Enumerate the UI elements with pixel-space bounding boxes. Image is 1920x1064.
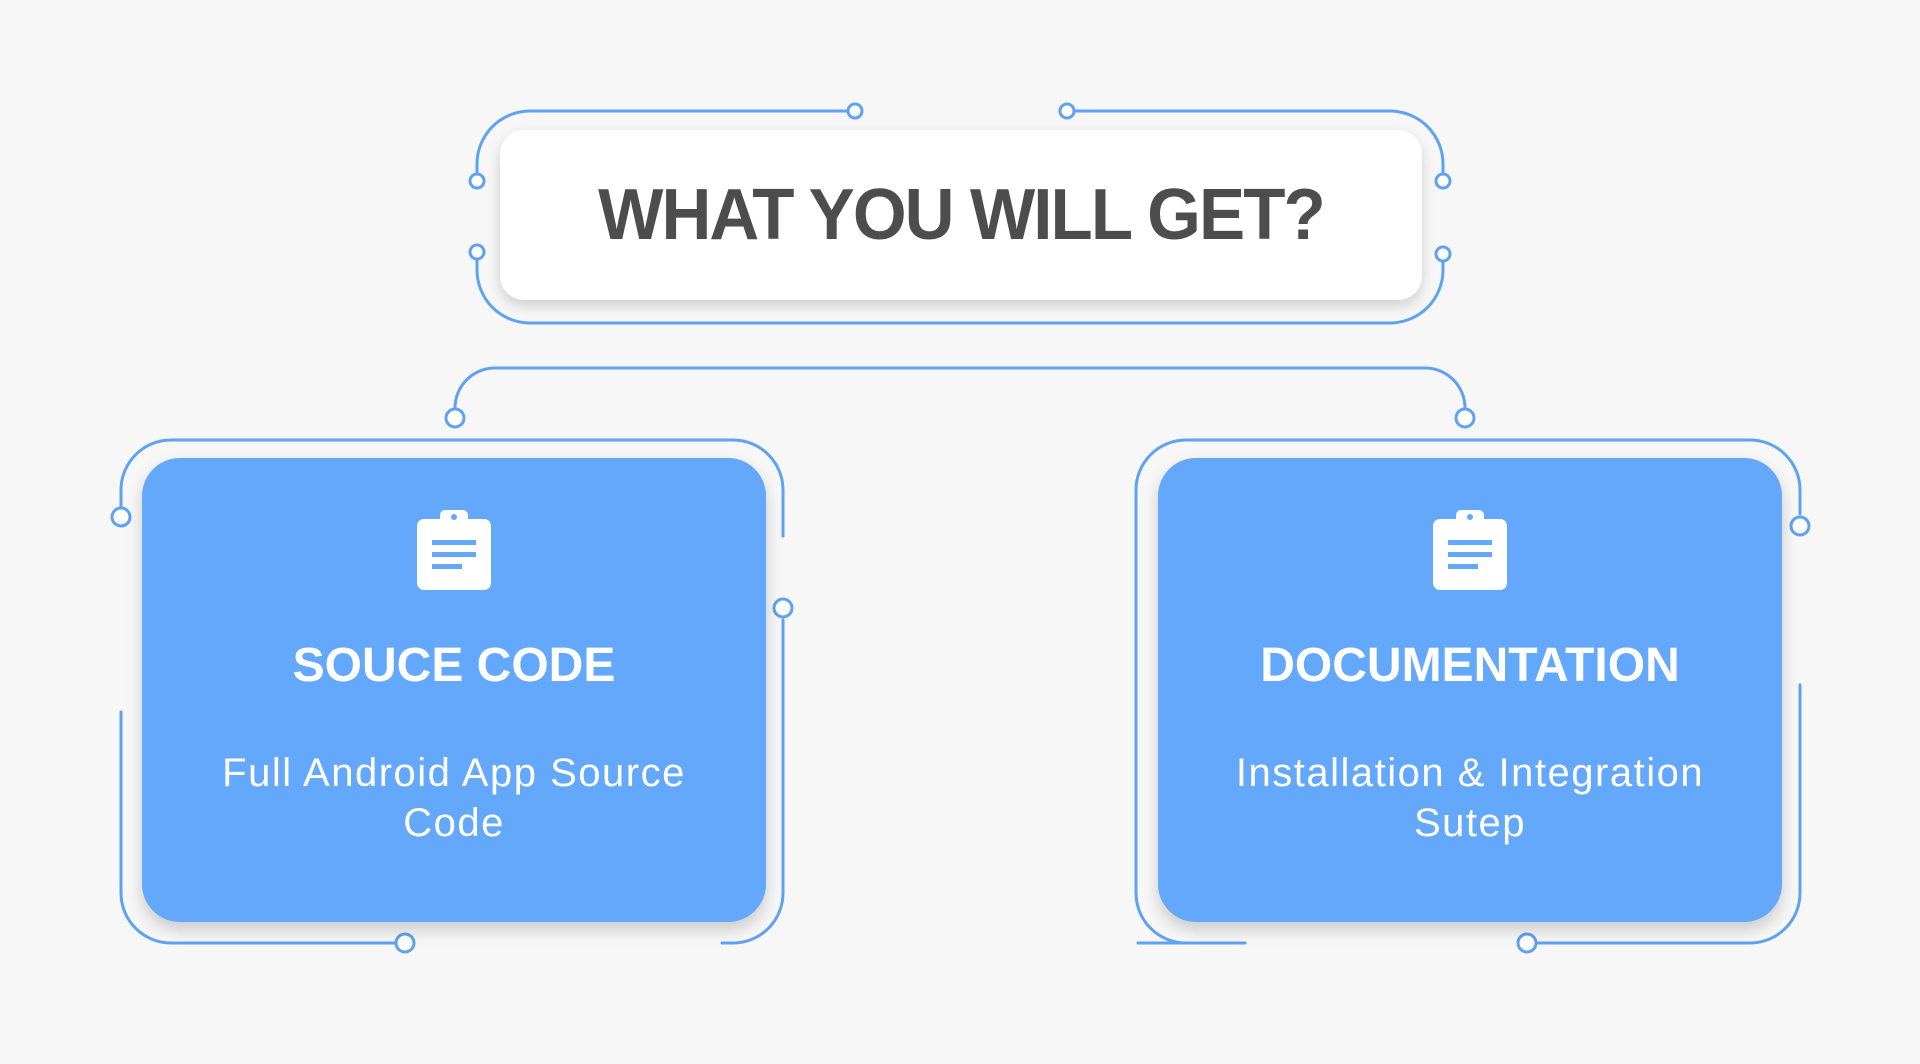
card-description: Full Android App Source Code xyxy=(222,751,686,845)
card-description: Installation & Integration Sutep xyxy=(1235,751,1705,845)
card-title: DOCUMENTATION xyxy=(1260,639,1680,692)
card-title: SOUCE CODE xyxy=(292,639,616,692)
clipboard-icon xyxy=(417,510,491,590)
documentation-card: DOCUMENTATION Installation & Integration… xyxy=(1158,458,1782,922)
title-box: WHAT YOU WILL GET? xyxy=(500,130,1422,300)
source-code-card: SOUCE CODE Full Android App Source Code xyxy=(142,458,766,922)
clipboard-icon xyxy=(1433,510,1507,590)
page-title: WHAT YOU WILL GET? xyxy=(598,175,1326,255)
